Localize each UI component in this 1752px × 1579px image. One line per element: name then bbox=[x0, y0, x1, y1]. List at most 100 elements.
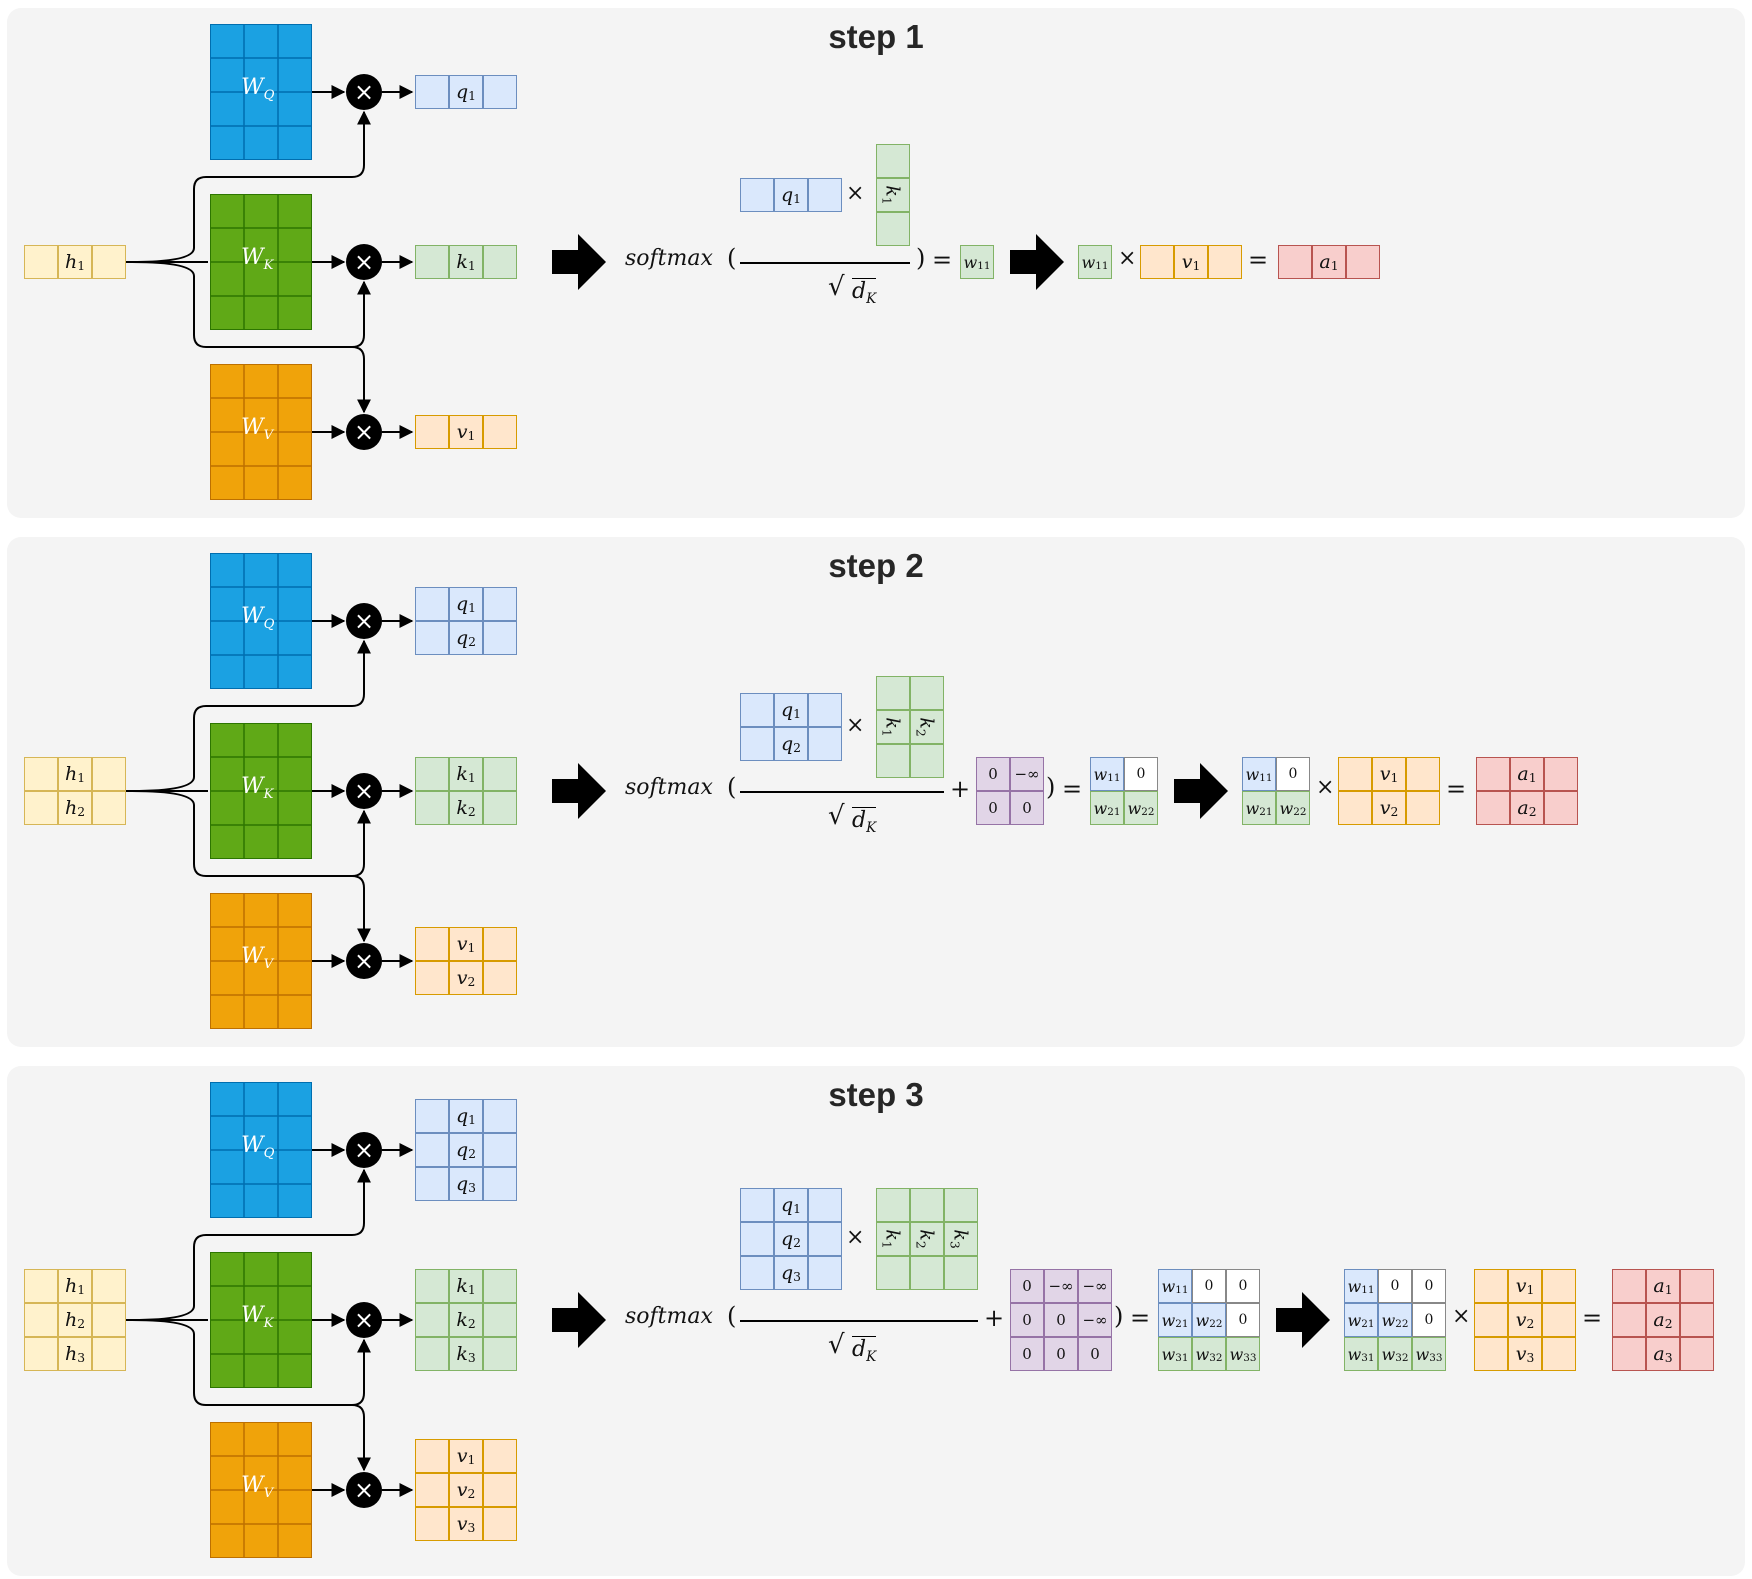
step3-q-vector-r0-c0 bbox=[415, 1099, 449, 1133]
step3-k-vector-r0-c0 bbox=[415, 1269, 449, 1303]
step3-numerator-kt-c2-r2 bbox=[944, 1256, 978, 1290]
step3-w-matrix-2-r1-c2: 0 bbox=[1412, 1303, 1446, 1337]
step2-fraction-line bbox=[740, 791, 944, 793]
step1-sqrt-sign: √ bbox=[828, 272, 845, 302]
step2-numerator-kt-c1-r0 bbox=[910, 676, 944, 710]
step3-h-vector-r2-c2 bbox=[92, 1337, 126, 1371]
step1-mul-k: × bbox=[346, 244, 382, 280]
step3-numerator-times: × bbox=[846, 1225, 865, 1250]
step3-numerator-kt-c1-r1: k2 bbox=[910, 1222, 944, 1256]
step3-mul-k: × bbox=[346, 1302, 382, 1338]
step2-q-vector-r0-c0 bbox=[415, 587, 449, 621]
step1-wq-matrix-label: WQ bbox=[241, 75, 275, 104]
step3-v-vector-r2-c0 bbox=[415, 1507, 449, 1541]
step2-mul-k: × bbox=[346, 773, 382, 809]
step2-v-vector-2-r1-c0 bbox=[1338, 791, 1372, 825]
step2-numerator-kt-c1-r2 bbox=[910, 744, 944, 778]
step3-h-vector-r0-c2 bbox=[92, 1269, 126, 1303]
step3-numerator-kt-c2-r1-text: k3 bbox=[947, 1229, 972, 1249]
step3-mask-matrix-r2-c1: 0 bbox=[1044, 1337, 1078, 1371]
step3-k-vector-r2-c2 bbox=[483, 1337, 517, 1371]
step3-w-matrix-r0-c1: 0 bbox=[1192, 1269, 1226, 1303]
step1-numerator-kt-c0-r1: k1 bbox=[876, 178, 910, 212]
step3-open-paren: ( bbox=[727, 1302, 737, 1330]
step2-v-vector-2-r1-c2 bbox=[1406, 791, 1440, 825]
step2-v-vector-r1-c0 bbox=[415, 961, 449, 995]
step2-mask-matrix-r0-c0: 0 bbox=[976, 757, 1010, 791]
step2-k-vector-r0-c2 bbox=[483, 757, 517, 791]
step1-q-vector-r0-c2 bbox=[483, 75, 517, 109]
step3-a-vector-r2-c2 bbox=[1680, 1337, 1714, 1371]
step2-v-vector-r0-c0 bbox=[415, 927, 449, 961]
step1-h-vector-r0-c2 bbox=[92, 245, 126, 279]
step1-v-vector-2-r0-c0 bbox=[1140, 245, 1174, 279]
step3-numerator-q-r0-c2 bbox=[808, 1188, 842, 1222]
step1-mul-v: × bbox=[346, 414, 382, 450]
step2-numerator-times: × bbox=[846, 713, 865, 738]
step3-wv-matrix-label: WV bbox=[241, 1473, 274, 1502]
step3-v-vector-r1-c0 bbox=[415, 1473, 449, 1507]
step3-numerator-kt-c1-r2 bbox=[910, 1256, 944, 1290]
step3-v-vector-r0-c2 bbox=[483, 1439, 517, 1473]
step1-a-vector-r0-c0 bbox=[1278, 245, 1312, 279]
step1-numerator-q-r0-c2 bbox=[808, 178, 842, 212]
step3-equals-1: = bbox=[1130, 1304, 1151, 1332]
step2-open-paren: ( bbox=[727, 773, 737, 801]
step3-q-vector-r1-c0 bbox=[415, 1133, 449, 1167]
step2-numerator-kt-c1-r1-text: k2 bbox=[913, 717, 938, 737]
step3-h-vector-r1-c0 bbox=[24, 1303, 58, 1337]
step3-numerator-kt-c0-r1-text: k1 bbox=[879, 1229, 904, 1249]
step1-title: step 1 bbox=[828, 18, 924, 55]
step3-h-vector-r1-c2 bbox=[92, 1303, 126, 1337]
step2-k-vector-r0-c0 bbox=[415, 757, 449, 791]
step1-h-vector-r0-c0 bbox=[24, 245, 58, 279]
step2-v-vector-2-r0-c2 bbox=[1406, 757, 1440, 791]
step3-h-vector-r0-c0 bbox=[24, 1269, 58, 1303]
step3-w-matrix-r0-c2: 0 bbox=[1226, 1269, 1260, 1303]
step1-numerator-times: × bbox=[846, 181, 865, 206]
step1-v-vector-r0-c2 bbox=[483, 415, 517, 449]
step3-v-vector-2-r1-c0 bbox=[1474, 1303, 1508, 1337]
step1-close-paren: ) bbox=[916, 244, 926, 272]
step3-mask-matrix-r0-c2: −∞ bbox=[1078, 1269, 1112, 1303]
step1-wv-matrix: WV bbox=[209, 363, 312, 500]
step1-times-v: × bbox=[1118, 246, 1137, 271]
step2-wq-matrix: WQ bbox=[209, 552, 312, 689]
step3-numerator-q-r2-c0 bbox=[740, 1256, 774, 1290]
step1-v-vector-2-r0-c2 bbox=[1208, 245, 1242, 279]
step2-w-matrix-2-r0-c1: 0 bbox=[1276, 757, 1310, 791]
step1-k-vector-r0-c2 bbox=[483, 245, 517, 279]
step2-h-vector-r1-c0 bbox=[24, 791, 58, 825]
step2-softmax-label: softmax bbox=[625, 775, 713, 800]
step3-wv-matrix: WV bbox=[209, 1421, 312, 1558]
step3-a-vector-r2-c0 bbox=[1612, 1337, 1646, 1371]
step2-wv-matrix-grid-lines bbox=[209, 892, 312, 1029]
step2-close-paren: ) bbox=[1046, 773, 1056, 801]
step2-plus: + bbox=[950, 775, 971, 803]
step3-softmax-label: softmax bbox=[625, 1304, 713, 1329]
step3-v-vector-r2-c2 bbox=[483, 1507, 517, 1541]
step3-sqrt-sign: √ bbox=[828, 1330, 845, 1360]
step3-k-vector-r1-c0 bbox=[415, 1303, 449, 1337]
